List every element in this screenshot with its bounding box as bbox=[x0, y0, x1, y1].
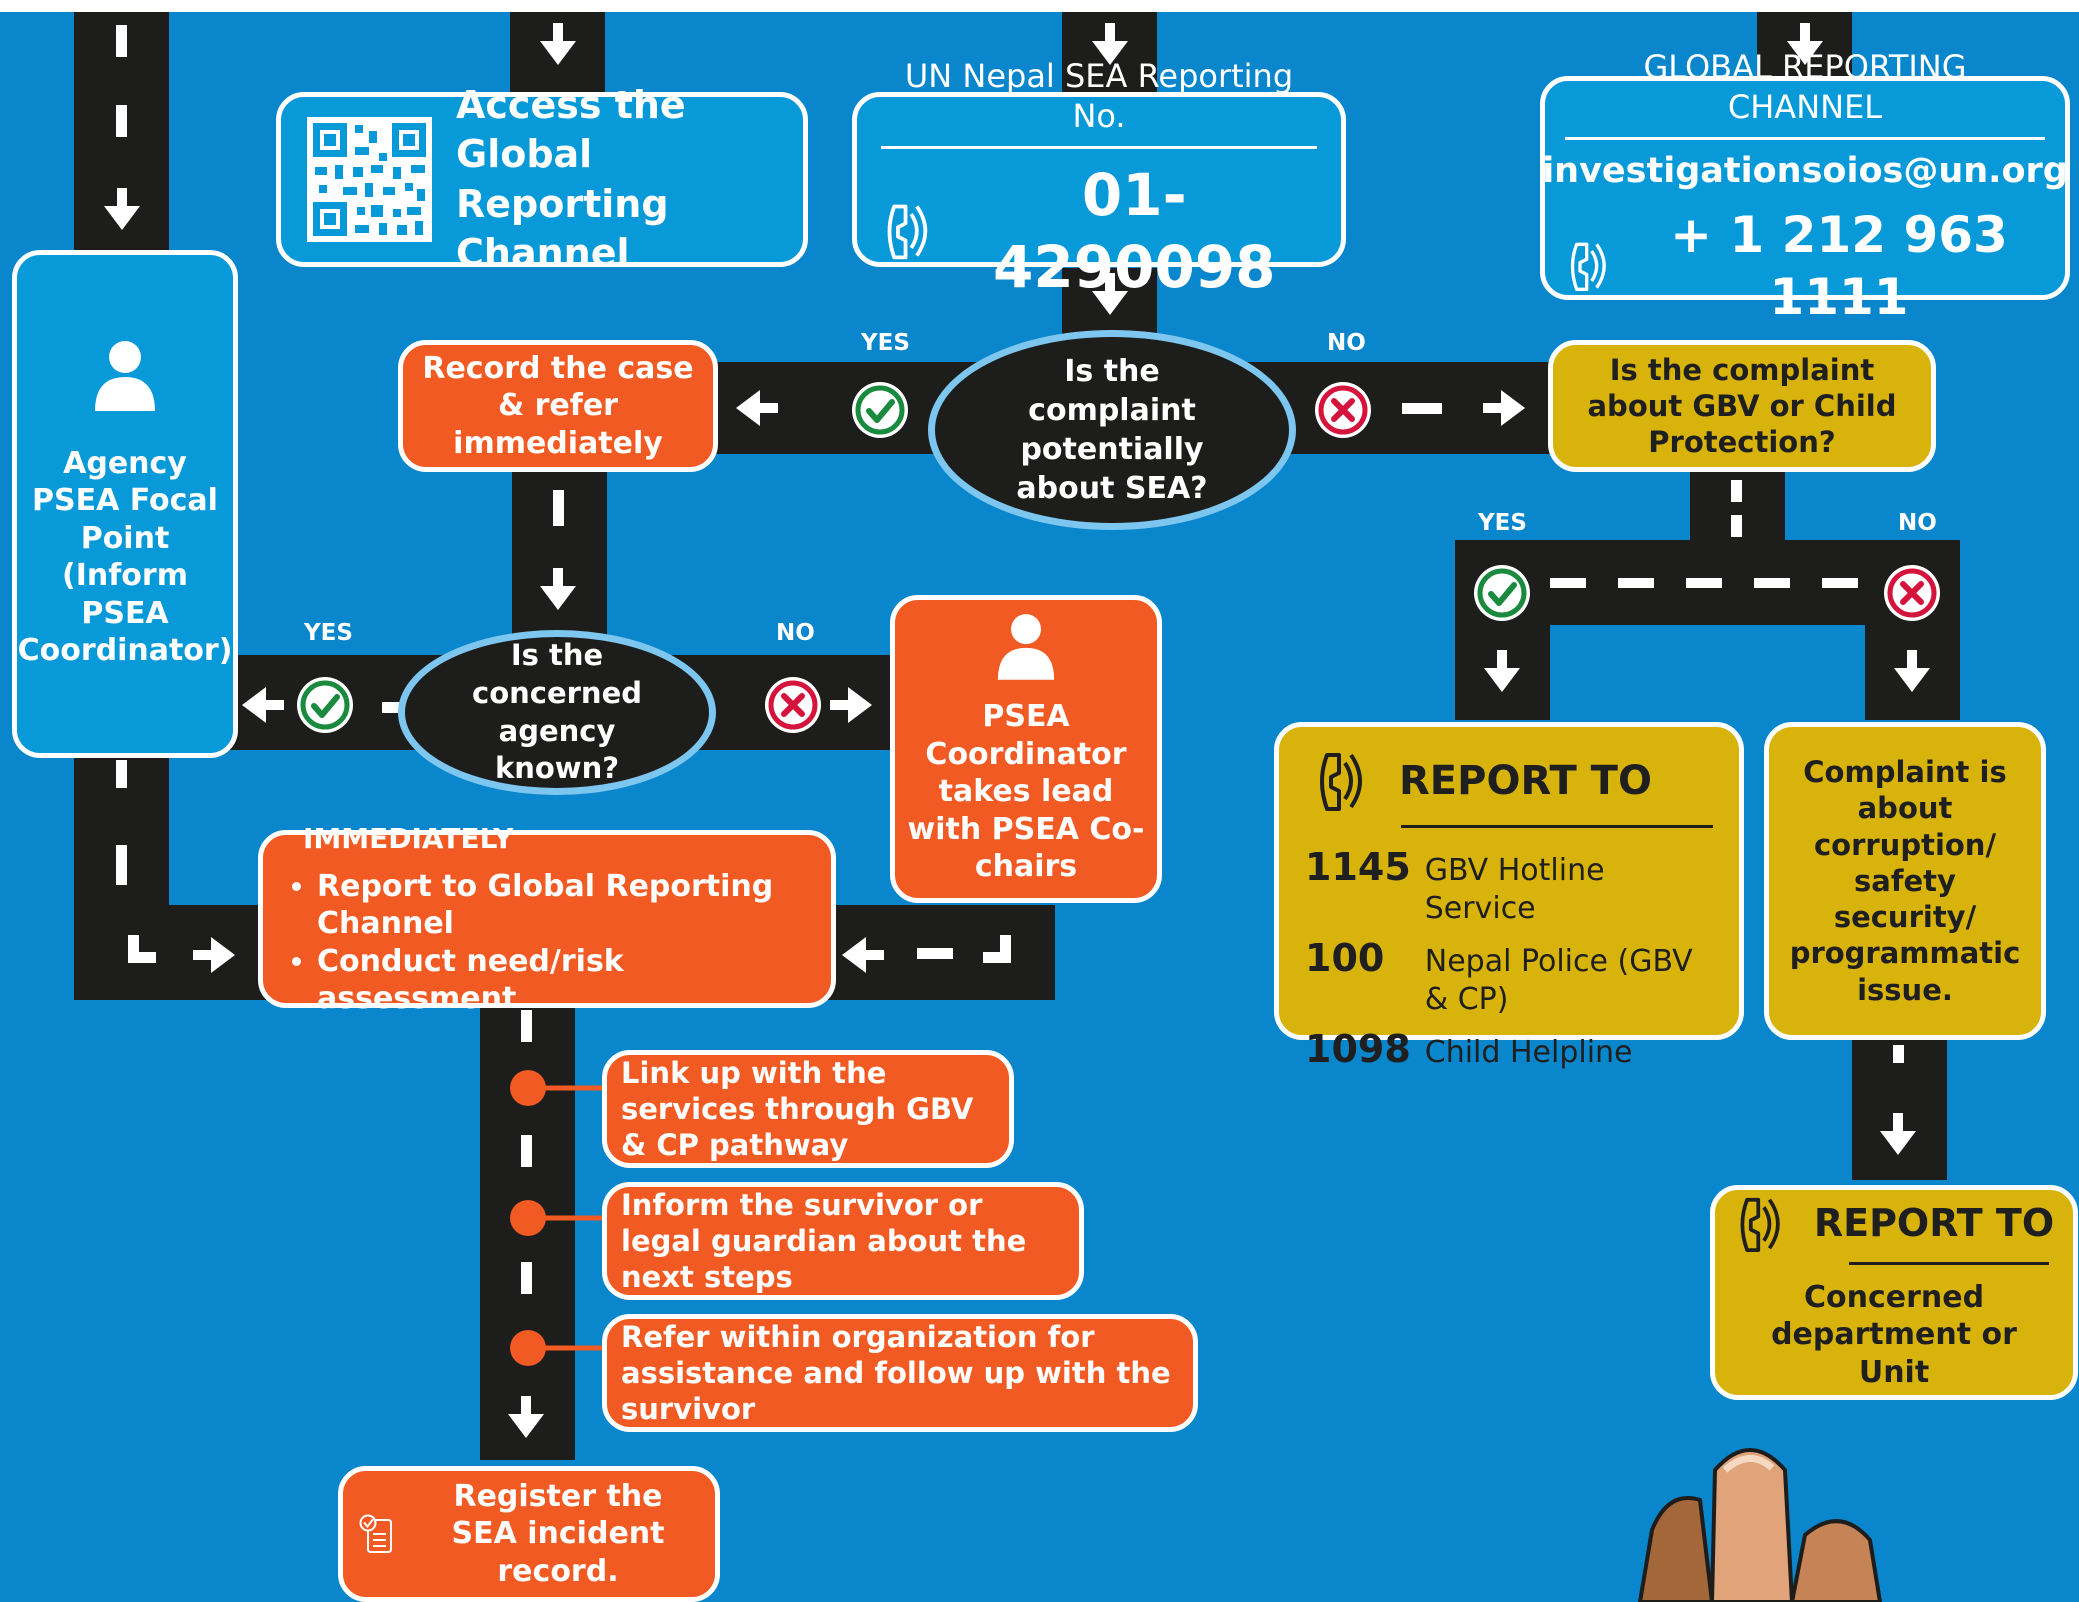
sea-yes-label: YES bbox=[861, 330, 910, 356]
access-global-channel-box[interactable]: Access the Global Reporting Channel bbox=[276, 83, 808, 275]
access-global-channel-label: Access the Global Reporting Channel bbox=[456, 82, 686, 275]
question-agency-text: Is the concerned agency known? bbox=[472, 638, 642, 786]
register-incident-box: Register the SEA incident record. bbox=[338, 1466, 720, 1602]
report-to-title: REPORT TO bbox=[1813, 1201, 2055, 1245]
agency-focal-point-box: Agency PSEA Focal Point (Inform PSEA Coo… bbox=[12, 250, 238, 758]
phone-icon bbox=[887, 204, 928, 260]
un-nepal-number[interactable]: 01-4290098 bbox=[993, 160, 1276, 302]
hotline-number[interactable]: 1145 bbox=[1305, 845, 1411, 889]
record-case-text: Record the case & refer immediately bbox=[422, 350, 694, 461]
agency-yes-label: YES bbox=[304, 620, 353, 646]
agency-no-label: NO bbox=[776, 620, 815, 646]
immediately-item: Report to Global Reporting Channel bbox=[317, 868, 803, 943]
sea-no-label: NO bbox=[1327, 330, 1366, 356]
phone-icon bbox=[1740, 1197, 1780, 1252]
qr-code-icon bbox=[307, 117, 432, 242]
hotline-number[interactable]: 100 bbox=[1305, 936, 1385, 980]
question-sea-text: Is the complaint potentially about SEA? bbox=[1016, 354, 1208, 506]
hand-illustration bbox=[1637, 1448, 1883, 1602]
immediately-list: Report to Global Reporting Channel Condu… bbox=[291, 868, 803, 1018]
complaint-other-box: Complaint is about corruption/ safety se… bbox=[1764, 722, 2046, 1040]
question-sea-oval: Is the complaint potentially about SEA? bbox=[928, 330, 1296, 530]
step-refer-within: Refer within organization for assistance… bbox=[602, 1314, 1198, 1432]
un-nepal-box: UN Nepal SEA Reporting No. 01-4290098 bbox=[852, 57, 1346, 301]
phone-icon bbox=[1570, 243, 1606, 292]
gbv-no-label: NO bbox=[1898, 510, 1937, 536]
question-gbv-box: Is the complaint about GBV or Child Prot… bbox=[1548, 340, 1936, 472]
question-gbv-text: Is the complaint about GBV or Child Prot… bbox=[1587, 352, 1897, 460]
step-text: Refer within organization for assistance… bbox=[621, 1319, 1171, 1427]
person-icon bbox=[997, 614, 1055, 680]
psea-coordinator-text: PSEA Coordinator takes lead with PSEA Co… bbox=[907, 699, 1145, 885]
clipboard-icon bbox=[359, 1514, 392, 1553]
hotline-number[interactable]: 1098 bbox=[1305, 1027, 1411, 1071]
phone-icon bbox=[1320, 753, 1362, 811]
divider bbox=[881, 145, 1317, 149]
complaint-other-text: Complaint is about corruption/ safety se… bbox=[1789, 755, 2021, 1007]
gbv-yes-label: YES bbox=[1478, 510, 1527, 536]
hotline-label: GBV Hotline Service bbox=[1424, 853, 1605, 926]
global-channel-email[interactable]: investigationsoios@un.org bbox=[1542, 151, 2068, 192]
divider bbox=[1565, 137, 2045, 141]
report-to-title: REPORT TO bbox=[1399, 758, 1652, 804]
global-channel-title: GLOBAL REPORTING CHANNEL bbox=[1643, 48, 1967, 127]
hotline-label: Child Helpline bbox=[1424, 1035, 1633, 1070]
immediately-title: IMMEDIATELY bbox=[303, 821, 514, 855]
immediately-box: IMMEDIATELY Report to Global Reporting C… bbox=[258, 822, 836, 1016]
step-text: Link up with the services through GBV & … bbox=[621, 1055, 974, 1163]
immediately-item: Conduct need/risk assessment bbox=[317, 943, 803, 1018]
report-to-department-box: REPORT TO Concerned department or Unit bbox=[1710, 1185, 2078, 1400]
divider bbox=[1849, 1261, 2049, 1265]
register-incident-text: Register the SEA incident record. bbox=[451, 1478, 665, 1589]
step-link-services: Link up with the services through GBV & … bbox=[602, 1050, 1014, 1168]
person-icon bbox=[95, 340, 155, 411]
global-reporting-channel-box: GLOBAL REPORTING CHANNEL investigationso… bbox=[1540, 48, 2070, 326]
report-to-department-text: Concerned department or Unit bbox=[1771, 1279, 2017, 1390]
psea-coordinator-box: PSEA Coordinator takes lead with PSEA Co… bbox=[890, 595, 1162, 903]
step-inform-survivor: Inform the survivor or legal guardian ab… bbox=[602, 1182, 1084, 1300]
divider bbox=[1401, 825, 1713, 828]
question-agency-oval: Is the concerned agency known? bbox=[398, 630, 716, 795]
global-channel-phone[interactable]: + 1 212 963 1111 bbox=[1670, 205, 2008, 327]
step-text: Inform the survivor or legal guardian ab… bbox=[621, 1187, 1027, 1295]
un-nepal-title: UN Nepal SEA Reporting No. bbox=[904, 56, 1294, 135]
record-case-box: Record the case & refer immediately bbox=[398, 340, 718, 472]
focal-point-text: Agency PSEA Focal Point (Inform PSEA Coo… bbox=[17, 445, 233, 669]
report-to-hotlines-box: REPORT TO 1145 GBV Hotline Service 100 N… bbox=[1274, 722, 1744, 1071]
hotline-label: Nepal Police (GBV & CP) bbox=[1424, 944, 1693, 1017]
